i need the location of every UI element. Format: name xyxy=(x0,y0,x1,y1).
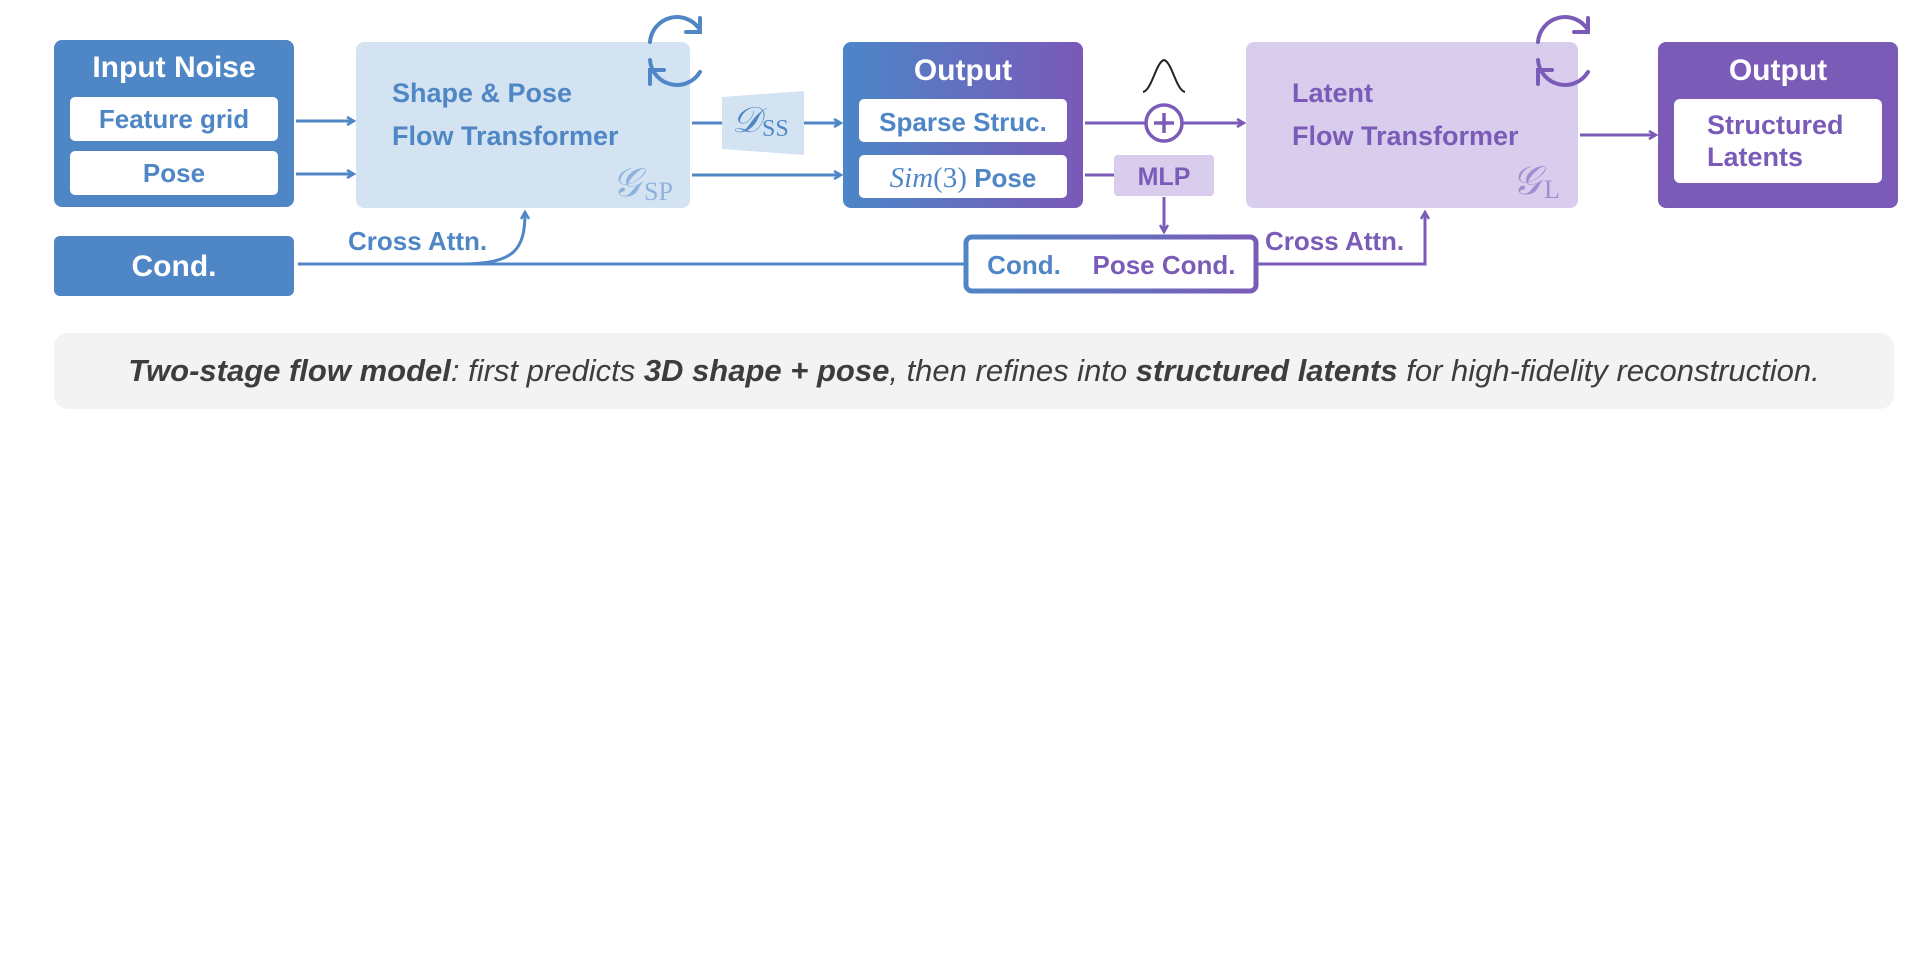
plus-icon xyxy=(1144,103,1184,143)
pose-label: Pose xyxy=(143,158,205,188)
cond-group-cond: Cond. xyxy=(987,250,1061,280)
caption-part-2: : first predicts xyxy=(450,353,644,388)
caption-part-1: Two-stage flow model xyxy=(128,353,451,388)
structured-label: Structured xyxy=(1707,110,1844,140)
gl-subscript: L xyxy=(1544,175,1560,204)
cond-block: Cond. xyxy=(54,236,294,296)
gaussian-noise-icon xyxy=(1142,58,1186,93)
caption-part-5: structured latents xyxy=(1135,353,1398,388)
shape-pose-line2: Flow Transformer xyxy=(392,121,619,151)
output1-title: Output xyxy=(914,54,1012,87)
latent-line2: Flow Transformer xyxy=(1292,121,1519,151)
output-block-1: Output Sparse Struc. Sim(3) Pose xyxy=(843,42,1083,208)
latents-label: Latents xyxy=(1707,142,1803,172)
latent-line1: Latent xyxy=(1292,78,1373,108)
output-block-2: Output Structured Latents xyxy=(1658,42,1898,208)
cross-attn-right-label: Cross Attn. xyxy=(1265,226,1404,256)
mlp-label: MLP xyxy=(1138,163,1191,191)
cond-group-pose-cond: Pose Cond. xyxy=(1092,250,1235,280)
caption-part-4: , then refines into xyxy=(889,353,1136,388)
output2-title: Output xyxy=(1729,54,1827,87)
feature-grid-label: Feature grid xyxy=(99,104,249,134)
cond-label: Cond. xyxy=(132,250,217,283)
caption: Two-stage flow model: first predicts 3D … xyxy=(54,333,1894,409)
gsp-subscript: SP xyxy=(644,177,673,206)
pipeline-diagram: Input Noise Feature grid Pose Cond. Shap… xyxy=(54,15,1898,296)
caption-part-6: for high-fidelity reconstruction. xyxy=(1397,353,1820,388)
sparse-struc-label: Sparse Struc. xyxy=(879,107,1047,137)
refresh-icon xyxy=(1536,15,1590,87)
cross-attn-right-arrow xyxy=(1258,212,1425,266)
cross-attn-left-label: Cross Attn. xyxy=(348,226,487,256)
shape-pose-transformer: Shape & Pose Flow Transformer 𝒢 SP xyxy=(356,42,690,208)
input-noise-block: Input Noise Feature grid Pose xyxy=(54,40,294,207)
cross-attn-left-arrow xyxy=(459,212,525,266)
caption-part-3: 3D shape + pose xyxy=(643,353,890,388)
cond-group: Cond. Pose Cond. xyxy=(963,234,1259,294)
refresh-icon xyxy=(648,15,702,87)
sim3-pose-label: Sim(3) Pose xyxy=(890,162,1037,194)
mlp-block: MLP xyxy=(1114,155,1214,196)
dss-subscript: SS xyxy=(762,116,789,142)
latent-flow-transformer: Latent Flow Transformer 𝒢 L xyxy=(1246,42,1578,208)
decoder-dss: 𝒟 SS xyxy=(692,91,841,155)
shape-pose-line1: Shape & Pose xyxy=(392,78,572,108)
input-noise-title: Input Noise xyxy=(92,51,255,84)
